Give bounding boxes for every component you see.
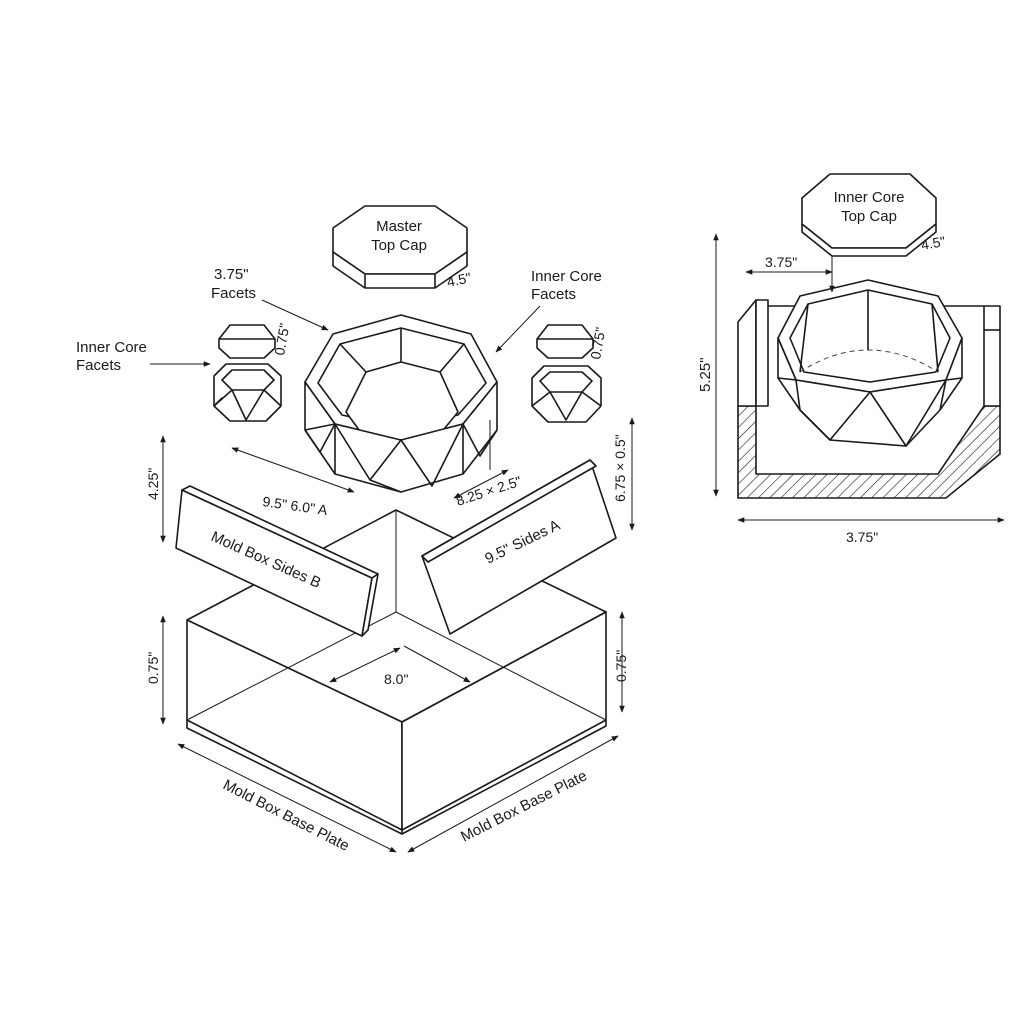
dim-4-25-label: 4.25" bbox=[145, 468, 161, 500]
dimension-6-75-0-5: 6.75 × 0.5" bbox=[612, 417, 635, 531]
section-width-bottom-label: 3.75" bbox=[846, 529, 878, 545]
section-dim-width-bottom: 3.75" bbox=[737, 517, 1005, 545]
inner-core-left: 0.75" bbox=[213, 322, 293, 422]
dimension-4-25: 4.25" bbox=[145, 435, 166, 543]
inner-core-right-leader bbox=[495, 305, 541, 353]
section-view bbox=[737, 279, 1001, 499]
facets-callout-line1: 3.75" bbox=[214, 266, 249, 283]
dimension-0-75-right: 0.75" bbox=[613, 611, 629, 713]
inner-core-facets-right-line2: Facets bbox=[531, 286, 576, 303]
section-dim-height: 5.25" bbox=[697, 233, 719, 497]
dimension-8-0: 8.0" bbox=[329, 645, 471, 687]
dimension-0-75-left: 0.75" bbox=[145, 615, 166, 725]
inner-core-top-cap: Inner Core Top Cap 4.5" bbox=[801, 173, 947, 257]
inner-core-top-cap-line1: Inner Core bbox=[834, 189, 905, 206]
small-cap-right-dimension: 0.75" bbox=[587, 326, 608, 361]
inner-core-facets-left-line1: Inner Core bbox=[76, 339, 147, 356]
dim-6-75-0-5-label: 6.75 × 0.5" bbox=[612, 434, 628, 502]
inner-core-top-cap-line2: Top Cap bbox=[841, 208, 897, 225]
facets-callout-line2: Facets bbox=[211, 285, 256, 302]
section-dim-width-top: 3.75" bbox=[745, 254, 835, 293]
dim-9-5-6-0-label: 9.5" 6.0" A bbox=[262, 493, 329, 518]
dim-8-0-label: 8.0" bbox=[384, 671, 408, 687]
inner-core-facets-right-line1: Inner Core bbox=[531, 268, 602, 285]
section-width-top-label: 3.75" bbox=[765, 254, 797, 270]
inner-core-facets-left-line2: Facets bbox=[76, 357, 121, 374]
master-faceted-core bbox=[304, 314, 498, 493]
section-height-label: 5.25" bbox=[697, 357, 714, 392]
small-cap-left-dimension: 0.75" bbox=[271, 322, 292, 357]
dim-0-75-left-label: 0.75" bbox=[145, 652, 161, 684]
master-top-cap-label-line1: Master bbox=[376, 218, 422, 235]
master-top-cap: Master Top Cap 4.5" bbox=[332, 205, 473, 290]
master-cap-dimension: 4.5" bbox=[445, 269, 472, 290]
master-top-cap-label-line2: Top Cap bbox=[371, 237, 427, 254]
inner-core-right: 0.75" bbox=[531, 324, 609, 423]
dim-0-75-right-label: 0.75" bbox=[613, 650, 629, 682]
inner-cap-dimension: 4.5" bbox=[920, 233, 947, 253]
facets-leader bbox=[261, 299, 329, 331]
mold-box-side-b: Mold Box Sides B bbox=[175, 485, 379, 637]
mold-box-side-a: 9.5" Sides A bbox=[421, 459, 617, 635]
